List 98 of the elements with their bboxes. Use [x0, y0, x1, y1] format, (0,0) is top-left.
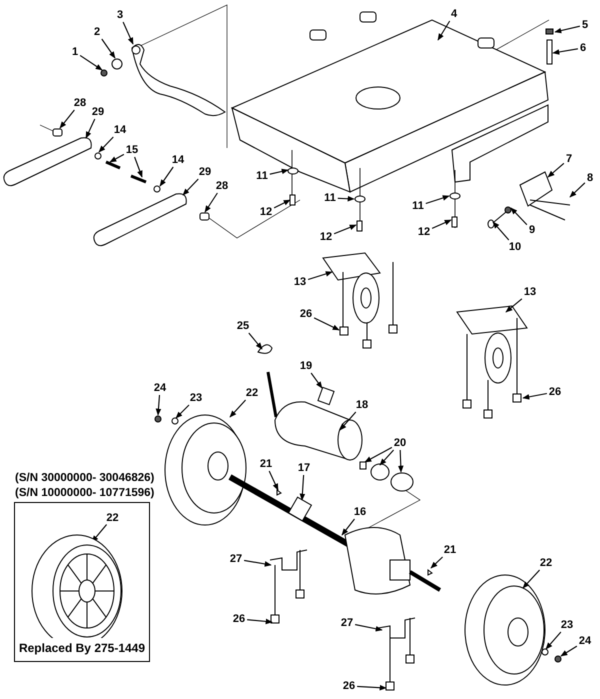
leader-line: [522, 392, 547, 400]
callout-number: 27: [340, 617, 354, 629]
callout-number: 5: [582, 19, 588, 31]
leader-line: [101, 38, 116, 59]
callout-number: 23: [190, 392, 202, 404]
leader-line: [160, 166, 174, 187]
callout-number: 21: [444, 544, 456, 556]
leader-line: [109, 154, 124, 162]
callout-number: 26: [232, 613, 246, 625]
callout-number: 8: [586, 172, 594, 184]
leader-line: [570, 182, 586, 198]
callout-number: 22: [540, 557, 552, 569]
leader-line: [182, 178, 199, 196]
leader-line: [547, 162, 564, 178]
callout-number: 26: [300, 308, 312, 320]
leader-line: [438, 20, 450, 41]
leader-line: [505, 298, 522, 312]
callout-number: 18: [356, 399, 368, 411]
leader-line: [244, 560, 272, 567]
replacement-note: Replaced By 275-1449: [18, 641, 146, 655]
leader-line: [314, 317, 340, 330]
leader-line: [156, 394, 162, 416]
callout-number: 13: [524, 286, 536, 298]
inset-frame: [14, 502, 150, 662]
leader-line: [510, 208, 528, 226]
callout-number: 17: [298, 462, 310, 474]
callout-number: 25: [236, 320, 250, 332]
leader-line: [355, 624, 383, 632]
leader-line: [274, 200, 291, 208]
leader-line: [357, 684, 387, 690]
callout-number: 19: [300, 360, 312, 372]
callout-number: 29: [92, 106, 104, 118]
leader-line: [86, 118, 96, 139]
callout-number: 24: [578, 635, 592, 647]
leader-line: [308, 271, 333, 280]
callout-number: 11: [324, 192, 336, 204]
callout-number: 22: [106, 512, 119, 524]
callout-number: 10: [508, 241, 522, 253]
callout-number: 29: [198, 166, 212, 178]
callout-number: 12: [418, 226, 430, 238]
callout-number: 11: [256, 170, 268, 182]
callout-number: 28: [74, 97, 86, 109]
callout-number: 14: [114, 124, 126, 136]
leader-line: [270, 168, 289, 175]
leader-line: [300, 474, 306, 501]
leader-line: [338, 196, 355, 202]
callout-number: 23: [560, 619, 574, 631]
leader-line: [80, 54, 103, 70]
leader-line: [398, 450, 404, 473]
callout-number: 1: [72, 46, 78, 58]
leader-line: [546, 632, 562, 650]
serial-number-range: (S/N 30000000- 30046826): [15, 472, 154, 484]
callout-number: 24: [154, 382, 166, 394]
callout-number: 27: [230, 553, 242, 565]
callout-number: 11: [412, 200, 424, 212]
leader-line: [426, 195, 450, 204]
callout-number: 4: [450, 8, 458, 20]
leader-line: [432, 220, 452, 229]
leader-line: [268, 470, 278, 491]
callout-number: 22: [246, 387, 258, 399]
leader-line: [248, 332, 262, 350]
leader-line: [522, 570, 540, 589]
callout-number: 6: [580, 42, 586, 54]
callout-number: 26: [548, 386, 562, 398]
leader-line: [554, 26, 580, 34]
callout-number: 20: [394, 437, 406, 449]
leader-line: [230, 400, 246, 418]
leader-line: [134, 156, 143, 178]
leader-line: [98, 136, 114, 152]
callout-number: 3: [116, 9, 124, 21]
leader-line: [204, 192, 218, 213]
callout-number: 28: [216, 180, 228, 192]
leader-line: [380, 450, 394, 466]
callout-number: 21: [260, 458, 272, 470]
leader-line: [552, 48, 578, 55]
callout-number: 9: [528, 224, 536, 236]
callout-number: 12: [260, 206, 272, 218]
callout-number: 12: [320, 231, 332, 243]
leader-line: [334, 224, 357, 234]
leader-line: [247, 618, 273, 624]
callout-number: 26: [342, 680, 356, 692]
leader-line: [342, 518, 355, 536]
callout-number: 2: [94, 26, 100, 38]
leader-line: [364, 446, 392, 462]
leader-line: [340, 412, 356, 431]
leader-line: [560, 646, 578, 656]
leader-line: [60, 110, 75, 129]
leader-line: [492, 221, 510, 240]
callout-number: 13: [294, 276, 306, 288]
callout-number: 15: [126, 144, 138, 156]
leader-line: [176, 404, 190, 418]
leader-line: [122, 22, 134, 45]
callout-number: 14: [172, 154, 184, 166]
callout-number: 7: [566, 153, 572, 165]
callout-number: 16: [354, 506, 366, 518]
leader-line: [310, 372, 322, 389]
leader-line: [430, 556, 443, 568]
serial-number-range: (S/N 10000000- 10771596): [15, 487, 154, 499]
